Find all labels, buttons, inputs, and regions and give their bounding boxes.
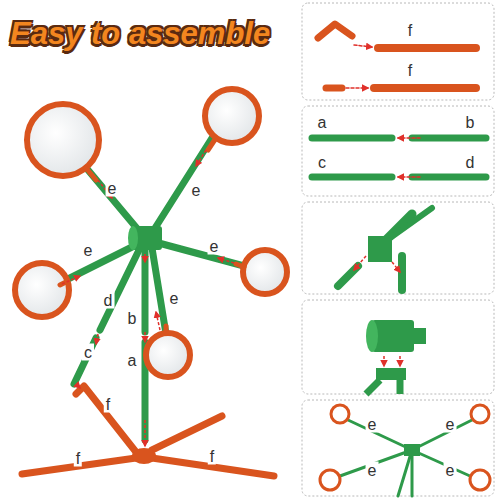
part-letter: f bbox=[406, 22, 414, 39]
step5-stand bbox=[320, 405, 490, 496]
step-panel bbox=[302, 3, 494, 496]
step2-rods bbox=[312, 138, 486, 177]
title: Easy to assemble bbox=[10, 16, 270, 52]
part-letter: f bbox=[104, 396, 112, 413]
part-letter: f bbox=[74, 450, 82, 467]
part-letter: d bbox=[464, 154, 477, 171]
part-letter: e bbox=[106, 180, 119, 197]
base-hub bbox=[132, 448, 156, 464]
part-letter: c bbox=[82, 344, 94, 361]
part-letter: e bbox=[444, 416, 457, 433]
part-letter: e bbox=[190, 182, 203, 199]
part-letter: a bbox=[126, 352, 139, 369]
base-legs bbox=[22, 386, 274, 476]
ring-handles bbox=[60, 138, 244, 333]
assembly-arrows bbox=[62, 150, 234, 446]
part-letter: e bbox=[82, 242, 95, 259]
part-letter: f bbox=[406, 62, 414, 79]
part-letter: b bbox=[464, 114, 477, 131]
part-letter: e bbox=[366, 462, 379, 479]
part-letter: f bbox=[208, 448, 216, 465]
part-letter: d bbox=[102, 292, 115, 309]
part-letter: e bbox=[366, 416, 379, 433]
part-letter: c bbox=[316, 154, 328, 171]
part-letter: b bbox=[126, 310, 139, 327]
magnifier-rings bbox=[15, 89, 287, 377]
step4-hub bbox=[366, 320, 426, 394]
part-letter: e bbox=[168, 290, 181, 307]
step1-rods bbox=[318, 24, 476, 88]
part-letter: e bbox=[444, 462, 457, 479]
step3-connector bbox=[338, 208, 432, 290]
part-letter: e bbox=[208, 238, 221, 255]
part-letter: a bbox=[316, 114, 329, 131]
hub bbox=[128, 226, 162, 250]
